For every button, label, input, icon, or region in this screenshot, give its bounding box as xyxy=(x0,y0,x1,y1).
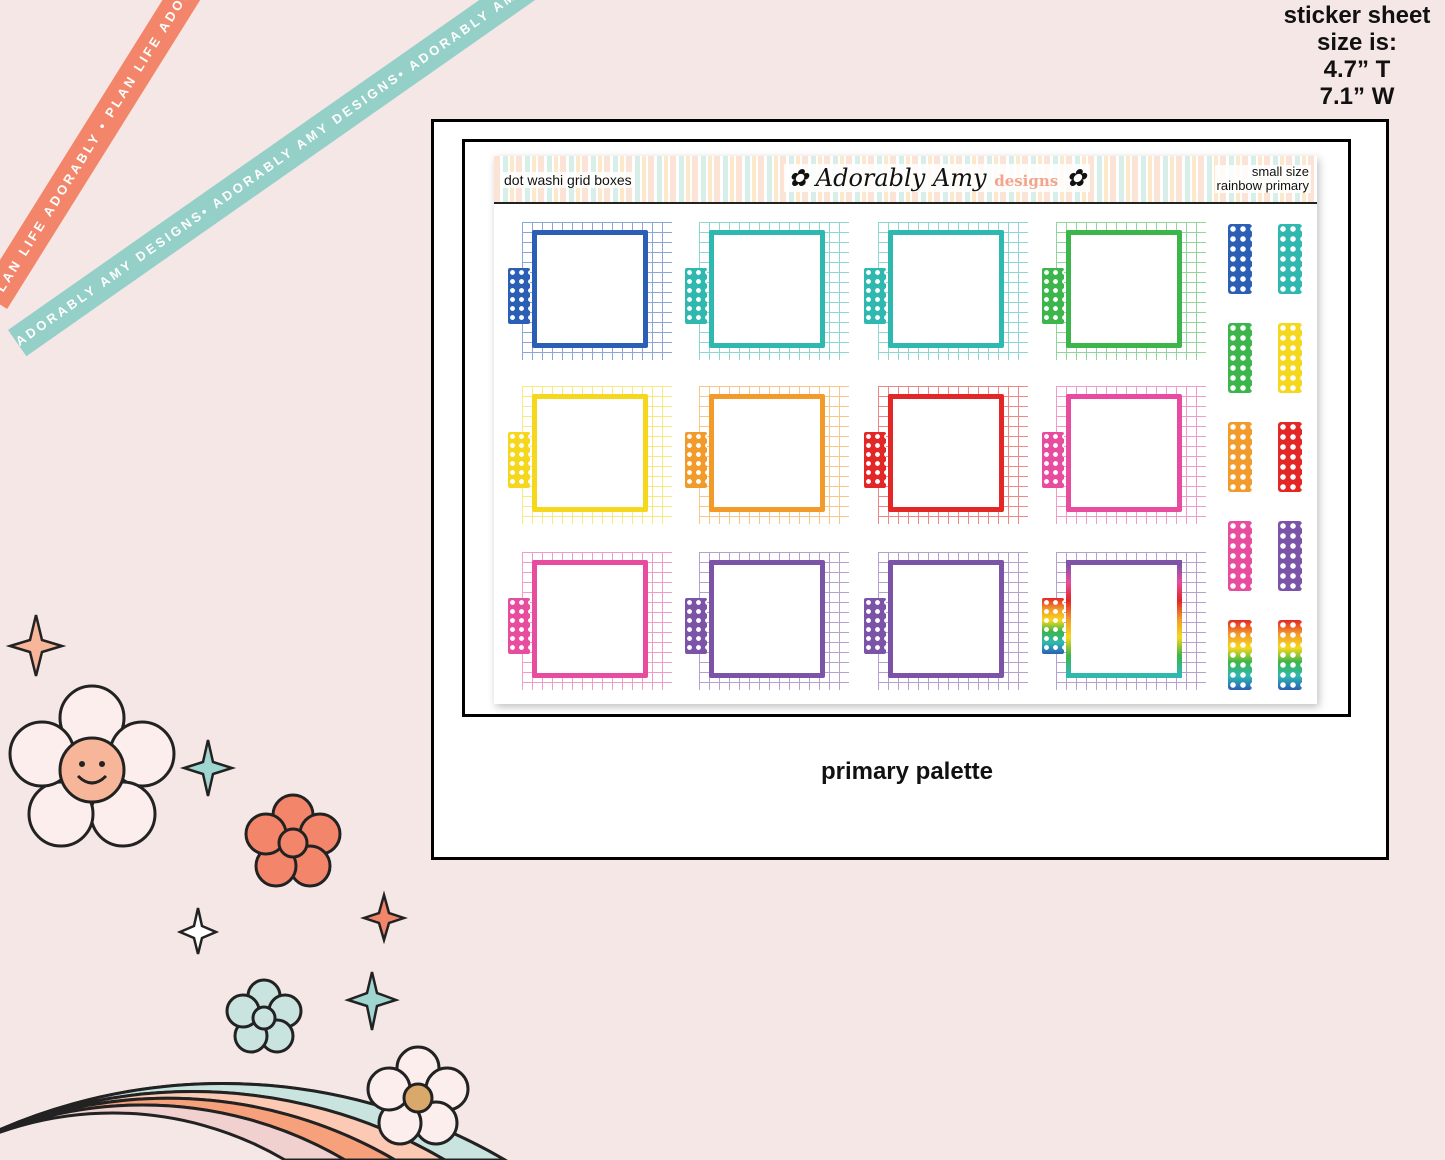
sheet-title: dot washi grid boxes xyxy=(502,172,634,188)
box-frame xyxy=(709,230,825,348)
box-frame xyxy=(1066,394,1182,512)
sheet-palette-label: rainbow primary xyxy=(1216,178,1309,193)
box-frame xyxy=(1066,230,1182,348)
size-note-width: 7.1” W xyxy=(1319,83,1395,110)
washi-tab xyxy=(864,268,886,324)
flower-icon: ✿ xyxy=(788,164,809,192)
washi-tab xyxy=(864,598,886,654)
sparkle-icon xyxy=(360,890,408,945)
size-note-line2: size is: xyxy=(1316,29,1398,56)
washi-strip-sticker xyxy=(1278,323,1302,393)
sheet-size-note: sticker sheet size is: 4.7” T 7.1” W xyxy=(1277,2,1437,110)
palette-caption: primary palette xyxy=(820,758,994,785)
teal-flower-icon xyxy=(225,978,303,1054)
sparkle-icon xyxy=(5,614,67,677)
box-frame xyxy=(532,560,648,678)
box-frame xyxy=(888,394,1004,512)
grid-box-sticker xyxy=(864,222,1038,367)
washi-tab xyxy=(1042,268,1064,324)
grid-box-sticker xyxy=(508,222,682,367)
washi-strip-sticker xyxy=(1228,521,1252,591)
washi-tab xyxy=(508,268,530,324)
grid-box-sticker xyxy=(508,552,682,697)
sticker-sheet: dot washi grid boxes ✿ Adorably Amy desi… xyxy=(494,156,1317,704)
washi-strip-sticker xyxy=(1278,521,1302,591)
size-note-line1: sticker sheet xyxy=(1283,2,1431,29)
washi-tab xyxy=(1042,432,1064,488)
logo-main-text: Adorably Amy xyxy=(815,164,987,192)
washi-tab xyxy=(1042,598,1064,654)
washi-strip-sticker xyxy=(1228,620,1252,690)
washi-tab xyxy=(685,432,707,488)
box-frame xyxy=(532,230,648,348)
washi-strip-sticker xyxy=(1228,422,1252,492)
grid-box-sticker xyxy=(685,222,859,367)
washi-tab xyxy=(685,598,707,654)
white-flower-icon xyxy=(366,1045,470,1146)
washi-strip-sticker xyxy=(1228,323,1252,393)
brand-logo: ✿ Adorably Amy designs ✿ xyxy=(784,164,1090,192)
grid-box-sticker xyxy=(864,386,1038,531)
smiley-flower-icon xyxy=(8,684,176,848)
sheet-header: dot washi grid boxes ✿ Adorably Amy desi… xyxy=(494,156,1317,204)
grid-box-sticker xyxy=(1042,552,1216,697)
size-note-height: 4.7” T xyxy=(1323,56,1391,83)
sheet-size-label: small size xyxy=(1251,164,1309,179)
sheet-variant: small size rainbow primary xyxy=(1214,164,1311,193)
orange-flower-icon xyxy=(244,793,342,888)
box-frame xyxy=(709,394,825,512)
grid-box-sticker xyxy=(1042,386,1216,531)
washi-tab xyxy=(864,432,886,488)
rainbow-decoration xyxy=(0,614,508,1160)
washi-tab xyxy=(508,598,530,654)
sparkle-icon xyxy=(176,907,220,955)
washi-strip-sticker xyxy=(1228,224,1252,294)
grid-box-sticker xyxy=(864,552,1038,697)
grid-box-sticker xyxy=(685,386,859,531)
washi-strip-sticker xyxy=(1278,620,1302,690)
flower-icon: ✿ xyxy=(1065,164,1086,192)
washi-strip-sticker xyxy=(1278,422,1302,492)
sparkle-icon xyxy=(344,971,400,1031)
sparkle-icon xyxy=(179,739,237,797)
grid-box-sticker xyxy=(685,552,859,697)
box-frame xyxy=(709,560,825,678)
box-frame xyxy=(1066,560,1182,678)
box-frame xyxy=(532,394,648,512)
grid-box-sticker xyxy=(1042,222,1216,367)
washi-tab xyxy=(508,432,530,488)
logo-sub-text: designs xyxy=(994,172,1059,190)
washi-tab xyxy=(685,268,707,324)
washi-strip-sticker xyxy=(1278,224,1302,294)
box-frame xyxy=(888,560,1004,678)
box-frame xyxy=(888,230,1004,348)
grid-box-sticker xyxy=(508,386,682,531)
